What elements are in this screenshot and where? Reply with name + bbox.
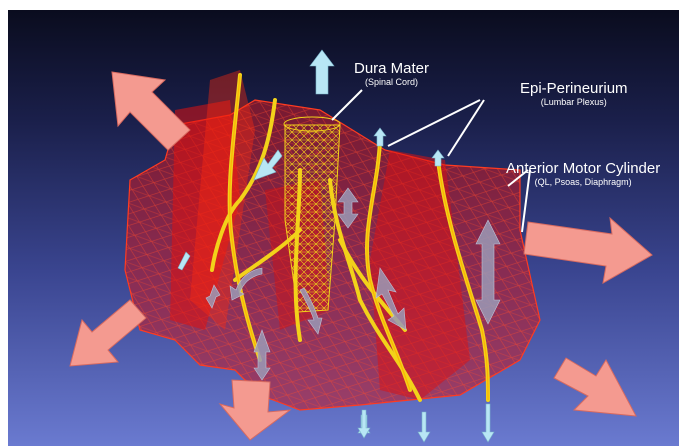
- label-dura-mater-sub: (Spinal Cord): [354, 77, 429, 87]
- label-epi-perineurium-sub: (Lumbar Plexus): [520, 97, 628, 107]
- label-anterior-motor-cylinder-sub: (QL, Psoas, Diaphragm): [506, 177, 660, 187]
- label-anterior-motor-cylinder: Anterior Motor Cylinder (QL, Psoas, Diap…: [506, 160, 660, 187]
- label-anterior-motor-cylinder-title: Anterior Motor Cylinder: [506, 160, 660, 177]
- label-dura-mater: Dura Mater (Spinal Cord): [354, 60, 429, 87]
- label-epi-perineurium-title: Epi-Perineurium: [520, 80, 628, 97]
- label-epi-perineurium: Epi-Perineurium (Lumbar Plexus): [520, 80, 628, 107]
- label-dura-mater-title: Dura Mater: [354, 60, 429, 77]
